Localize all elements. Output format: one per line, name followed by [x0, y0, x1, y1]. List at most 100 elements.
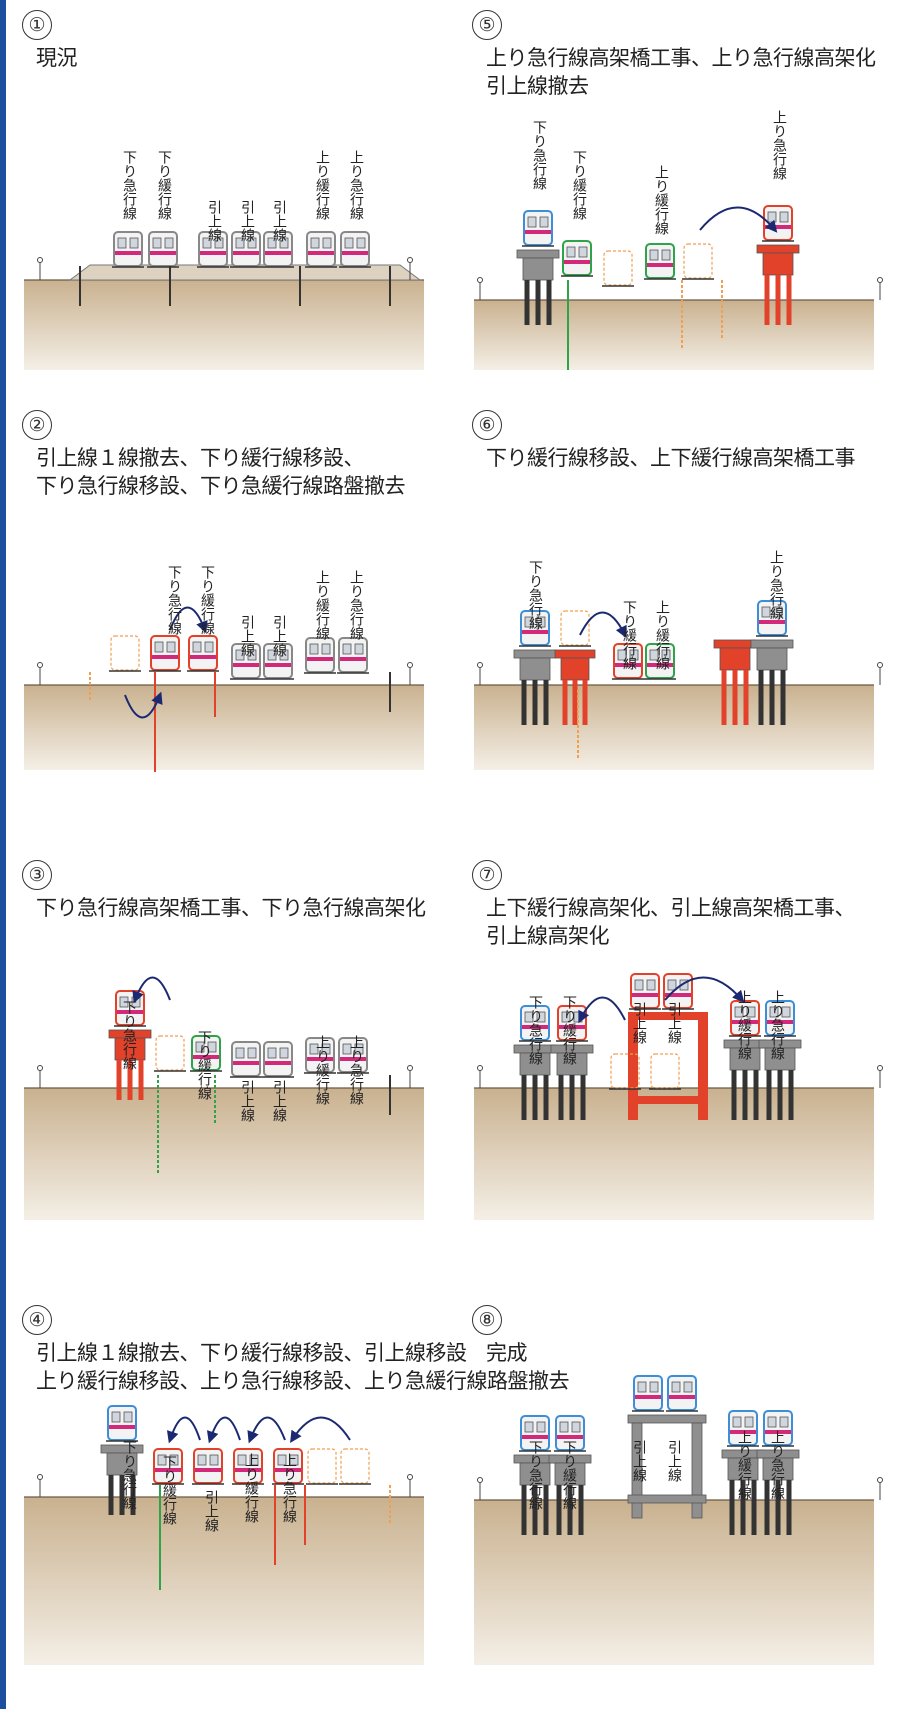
cross-section-diagram [474, 973, 883, 1220]
pole-insulator [407, 257, 413, 263]
train-window [267, 237, 277, 249]
train-window [321, 643, 331, 655]
train-stripe [340, 657, 366, 661]
pile [532, 1075, 538, 1120]
train-stripe [109, 1425, 135, 1429]
train-window [154, 641, 164, 653]
train-car [603, 250, 633, 286]
train-stripe [200, 251, 226, 255]
cross-section-diagram [474, 600, 883, 770]
viaduct-column [631, 1422, 643, 1519]
step-number: ⑥ [472, 410, 502, 440]
track-label: 引上線 [271, 615, 287, 657]
step-number: ⑤ [472, 10, 502, 40]
move-arrow [699, 206, 778, 233]
viaduct-column [719, 647, 751, 671]
train-stripe [669, 1395, 695, 1399]
train-stripe [759, 620, 785, 624]
track-label: 下り急行線 [121, 150, 137, 220]
train-stripe [522, 1435, 548, 1439]
step-caption: 下り緩行線移設、上下緩行線高架橋工事 [486, 446, 856, 470]
track-label: 上り急行線 [348, 1035, 364, 1105]
train-window [195, 1041, 205, 1053]
track-label: 上り急行線 [771, 110, 787, 180]
train-car [113, 231, 143, 267]
move-arrow [664, 976, 745, 1003]
train-window [732, 1416, 742, 1428]
train-window [279, 1047, 289, 1059]
train-window [309, 1043, 319, 1055]
viaduct-deck [513, 649, 557, 659]
cross-section-diagram [24, 1405, 424, 1665]
viaduct-deck [756, 244, 800, 254]
train-stripe [235, 1468, 261, 1472]
cross-section-diagram [24, 976, 424, 1220]
train-window [667, 979, 677, 991]
train-window [207, 1041, 217, 1053]
track-label: 下り緩行線 [561, 995, 577, 1065]
train-window [649, 1381, 659, 1393]
train-window [342, 1043, 352, 1055]
track-label: 引上線 [271, 200, 287, 242]
train-window [117, 237, 127, 249]
train-car [610, 1053, 640, 1089]
train-window [129, 237, 139, 249]
step-number: ① [22, 10, 52, 40]
viaduct-deck [554, 649, 596, 659]
viaduct-deck [628, 1012, 708, 1020]
train-car [155, 1035, 185, 1071]
track-label: 引上線 [271, 1080, 287, 1122]
train-window [649, 249, 659, 261]
train-stripe [559, 1025, 585, 1029]
track-label: 下り緩行線 [199, 565, 215, 635]
pile [116, 1060, 122, 1100]
pole-insulator [37, 662, 43, 668]
pole-insulator [37, 1474, 43, 1480]
train-car [667, 1375, 697, 1411]
ground [474, 1500, 874, 1665]
train-stripe [190, 655, 216, 659]
train-window [157, 1454, 167, 1466]
train-stripe [340, 1057, 366, 1061]
track-label: 上り緩行線 [654, 600, 670, 670]
panel-1-current-state: ① 現況 下り急行線 下り緩行線 引上線 引上線 引上線 上り緩行線 上り急行線 [10, 10, 450, 435]
step-caption: 上り急行線高架橋工事、上り急行線高架化 引上線撤去 [486, 46, 876, 98]
train-window [119, 996, 129, 1008]
pile [580, 1075, 586, 1120]
train-stripe [117, 1010, 143, 1014]
train-window [111, 1411, 121, 1423]
viaduct-column [522, 257, 554, 281]
train-window [321, 1043, 331, 1055]
train-stripe [307, 1057, 333, 1061]
train-car [645, 243, 675, 279]
train-stripe [265, 251, 291, 255]
train-stripe [307, 657, 333, 661]
pile [569, 1075, 575, 1120]
move-arrow [578, 996, 626, 1024]
panel-4: ④ 引上線１線撤去、下り緩行線移設、引上線移設 上り緩行線移設、上り急行線移設、… [10, 1305, 570, 1730]
train-car [633, 1375, 663, 1411]
pile [742, 1070, 748, 1120]
pile [751, 1480, 757, 1535]
step-caption: 完成 [486, 1341, 528, 1365]
ground [474, 300, 874, 370]
train-window [123, 1411, 133, 1423]
step-caption: 現況 [36, 46, 78, 70]
pile [543, 1485, 549, 1535]
pile [521, 1485, 527, 1535]
pile [119, 1475, 125, 1515]
train-window [247, 237, 257, 249]
train-car [340, 231, 370, 267]
pole-insulator [477, 1477, 483, 1483]
train-stripe [233, 663, 259, 667]
pile [786, 1480, 792, 1535]
pole-insulator [477, 1065, 483, 1071]
train-window [279, 237, 289, 249]
train-car [150, 635, 180, 671]
train-stripe [275, 1468, 301, 1472]
move-arrow [290, 1416, 351, 1444]
train-window [169, 1454, 179, 1466]
train-window [322, 237, 332, 249]
train-stripe [557, 1435, 583, 1439]
train-window [164, 237, 174, 249]
